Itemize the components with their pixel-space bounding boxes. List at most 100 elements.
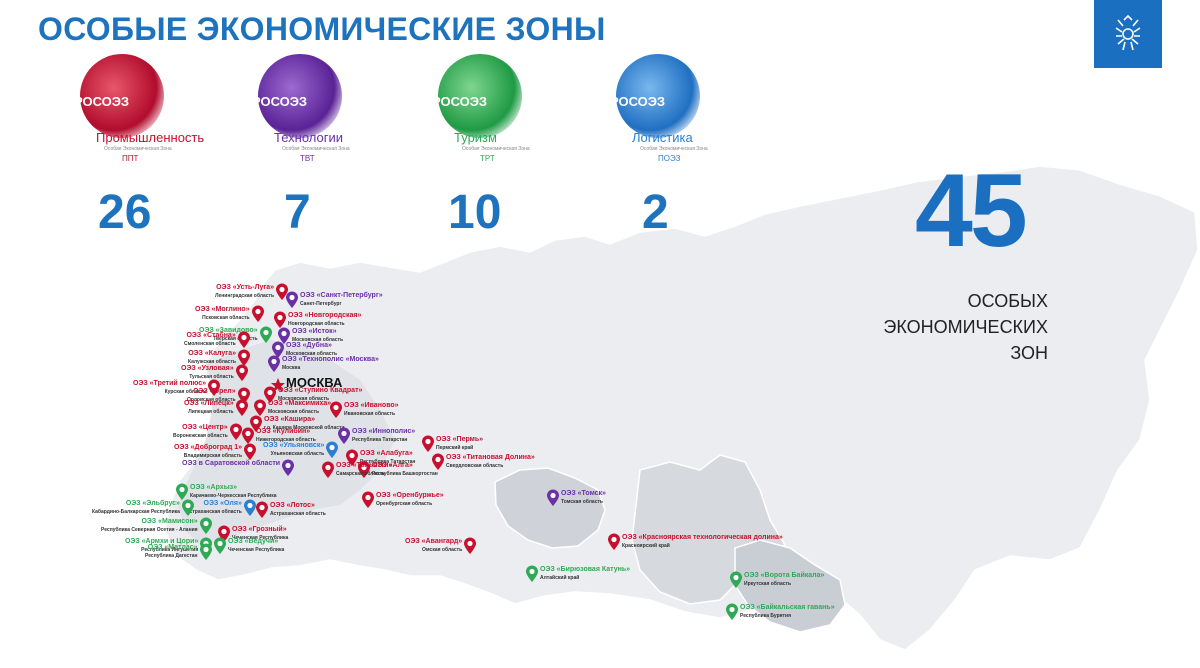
zone-region: Московская область <box>292 337 344 343</box>
capital-star-icon <box>271 378 285 392</box>
map-pin-icon[interactable] <box>725 603 739 621</box>
map-pin-icon[interactable] <box>237 349 251 367</box>
map-pin-icon[interactable] <box>463 537 477 555</box>
zone-region: Московская область <box>278 396 330 402</box>
map-pin-icon[interactable] <box>235 399 249 417</box>
map-pin-icon[interactable] <box>329 401 343 419</box>
map-pin-icon[interactable] <box>175 483 189 501</box>
zone-label: ОЭЗ «Эльбрус»Кабардино-Балкарская Респуб… <box>92 499 180 517</box>
zone-region: Тульская область <box>189 374 234 380</box>
zone-region: Республика Башкортостан <box>372 471 438 477</box>
map-pin-icon[interactable] <box>237 331 251 349</box>
zone-region: Республика Бурятия <box>740 613 791 619</box>
zone-name: ОЭЗ «Оля» <box>203 500 242 507</box>
zone-region: Калужская область <box>188 359 236 365</box>
zone-name: ОЭЗ «Кашира» <box>264 416 316 423</box>
zone-label: ОЭЗ «Доброград 1»Владимирская область <box>174 443 242 461</box>
zone-region: Ивановская область <box>344 411 396 417</box>
category-abbr-tourism: ТРТ <box>480 154 495 163</box>
zone-region: Новгородская область <box>288 321 345 327</box>
zone-region: Свердловская область <box>446 463 504 469</box>
logo-blob-industry <box>80 54 164 138</box>
coat-of-arms-emblem <box>1094 0 1162 68</box>
map-pin-icon[interactable] <box>275 283 289 301</box>
map-pin-icon[interactable] <box>321 461 335 479</box>
map-pin-icon[interactable] <box>273 311 287 329</box>
zone-name: ОЭЗ «Липецк» <box>184 400 234 407</box>
zone-label: ОЭЗ «Титановая Долина»Свердловская облас… <box>446 453 535 471</box>
category-abbr-logistics: ПОЭЗ <box>658 154 681 163</box>
map-pin-icon[interactable] <box>525 565 539 583</box>
zone-label: ОЭЗ «Ступино Квадрат»Московская область <box>278 386 362 404</box>
zone-region: Воронежская область <box>173 433 228 439</box>
category-name-tourism: Туризм <box>454 130 497 145</box>
zone-label: ОЭЗ «Архыз»Карачаево-Черкесская Республи… <box>190 483 277 501</box>
zone-region: Алтайский край <box>540 575 580 581</box>
map-pin-icon[interactable] <box>431 453 445 471</box>
map-pin-icon[interactable] <box>267 355 281 373</box>
zone-name: ОЭЗ «Стабна» <box>186 332 236 339</box>
map-pin-icon[interactable] <box>285 291 299 309</box>
map-pin-icon[interactable] <box>421 435 435 453</box>
logo-industry: РОСОЭЗ Промышленность Особая Экономическ… <box>62 54 222 174</box>
logo-brand: РОСОЭЗ <box>610 94 666 109</box>
map-pin-icon[interactable] <box>271 341 285 359</box>
zone-name: ОЭЗ «Томск» <box>561 490 606 497</box>
map-pin-icon[interactable] <box>607 533 621 551</box>
map-pin-icon[interactable] <box>729 571 743 589</box>
count-tourism: 10 <box>448 186 502 239</box>
map-pin-icon[interactable] <box>251 305 265 323</box>
map-pin-icon[interactable] <box>277 327 291 345</box>
zone-label: ОЭЗ «Алга»Республика Башкортостан <box>372 461 438 479</box>
map-pin-icon[interactable] <box>249 415 263 433</box>
zone-name: ОЭЗ «Орел» <box>193 388 236 395</box>
map-pin-icon[interactable] <box>213 537 227 555</box>
zone-name: ОЭЗ «Завидово» <box>199 327 258 334</box>
logo-brand: РОСОЭЗ <box>432 94 488 109</box>
zone-name: ОЭЗ «Новгородская» <box>288 312 362 319</box>
zone-label: ОЭЗ «Оля»Астраханская область <box>186 499 242 517</box>
map-pin-icon[interactable] <box>243 499 257 517</box>
zone-label: ОЭЗ «Ульяновск»Ульяновская область <box>263 441 324 459</box>
zone-region: Оренбургская область <box>376 501 433 507</box>
zone-label: ОЭЗ «Оренбуржье»Оренбургская область <box>376 491 444 509</box>
zone-name: ОЭЗ «Максимиха» <box>268 400 332 407</box>
zone-name: ОЭЗ «Дубна» <box>286 342 332 349</box>
logo-blob-tech <box>258 54 342 138</box>
map-pin-icon[interactable] <box>345 449 359 467</box>
map-pin-icon[interactable] <box>199 543 213 561</box>
map-pin-icon[interactable] <box>241 427 255 445</box>
total-count: 45 <box>915 153 1028 269</box>
map-pin-icon[interactable] <box>546 489 560 507</box>
zone-name: ОЭЗ «Пермь» <box>436 436 484 443</box>
map-pin-icon[interactable] <box>255 501 269 519</box>
category-name-industry: Промышленность <box>96 130 205 145</box>
map-pin-icon[interactable] <box>181 499 195 517</box>
map-pin-icon[interactable] <box>235 364 249 382</box>
logo-tech: РОСОЭЗ Технологии Особая Экономическая З… <box>240 54 400 174</box>
map-pin-icon[interactable] <box>199 517 213 535</box>
map-pin-icon[interactable] <box>361 491 375 509</box>
logo-brand: РОСОЭЗ <box>252 94 308 109</box>
total-label-line2: ЭКОНОМИЧЕСКИХ <box>883 317 1048 337</box>
zone-name: ОЭЗ «Архыз» <box>190 484 238 491</box>
zone-label: ОЭЗ «Томск»Томская область <box>561 489 606 507</box>
map-pin-icon[interactable] <box>243 443 257 461</box>
map-pin-icon[interactable] <box>337 427 351 445</box>
zone-region: Санкт-Петербург <box>300 301 342 307</box>
map-pin-icon[interactable] <box>207 379 221 397</box>
map-pin-icon[interactable] <box>229 423 243 441</box>
zone-name: ОЭЗ «Кулибин» <box>256 428 311 435</box>
zone-region: Республика Татарстан <box>352 437 408 443</box>
map-pin-icon[interactable] <box>253 399 267 417</box>
zone-name: ОЭЗ «Тольятти» <box>336 462 393 469</box>
map-pin-icon[interactable] <box>259 326 273 344</box>
zone-label: ОЭЗ «Байкальская гавань»Республика Бурят… <box>740 603 835 621</box>
map-pin-icon[interactable] <box>281 459 295 477</box>
map-pin-icon[interactable] <box>325 441 339 459</box>
tomsk-region <box>494 467 606 549</box>
map-pin-icon[interactable] <box>263 386 277 404</box>
zone-label: ОЭЗ «Орел»Орловская область <box>187 387 236 405</box>
zone-name: ОЭЗ «Мамисон» <box>141 518 198 525</box>
map-pin-icon[interactable] <box>357 461 371 479</box>
